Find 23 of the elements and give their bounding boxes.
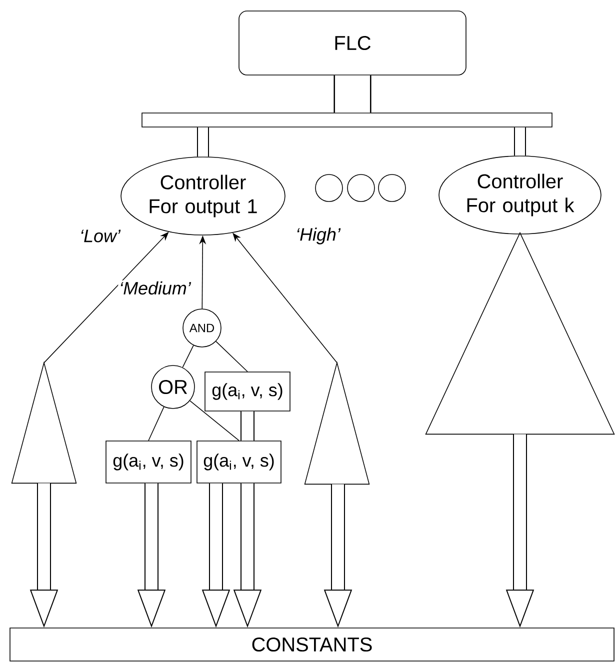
stub-connector xyxy=(334,75,372,113)
connector-line xyxy=(148,406,164,441)
connector-line xyxy=(190,400,240,441)
stub-connector xyxy=(240,411,254,441)
triangle xyxy=(11,361,77,484)
connector-line xyxy=(182,345,194,368)
function-box: g(a$_{i}$, v, s) xyxy=(204,372,290,412)
process-box: FLC xyxy=(238,10,466,76)
triangle xyxy=(304,361,370,485)
stub-connector xyxy=(197,127,209,157)
function-box: g(a$_{i}$, v, s) xyxy=(106,440,192,484)
constants-box: CONSTANTS xyxy=(10,628,614,662)
ellipsis-circle xyxy=(347,174,375,202)
edge-label: ‘High’ xyxy=(294,226,342,246)
stub-connector xyxy=(514,127,526,156)
bus-bar xyxy=(142,112,552,128)
triangle xyxy=(425,232,615,435)
function-box: g(a$_{i}$, v, s) xyxy=(196,440,282,484)
edge-label: ‘Medium’ xyxy=(118,280,192,296)
ellipsis-circle xyxy=(315,174,343,202)
ellipsis-circle xyxy=(378,174,406,202)
edge-label: ‘Low’ xyxy=(78,228,122,244)
connector-line xyxy=(216,341,248,372)
